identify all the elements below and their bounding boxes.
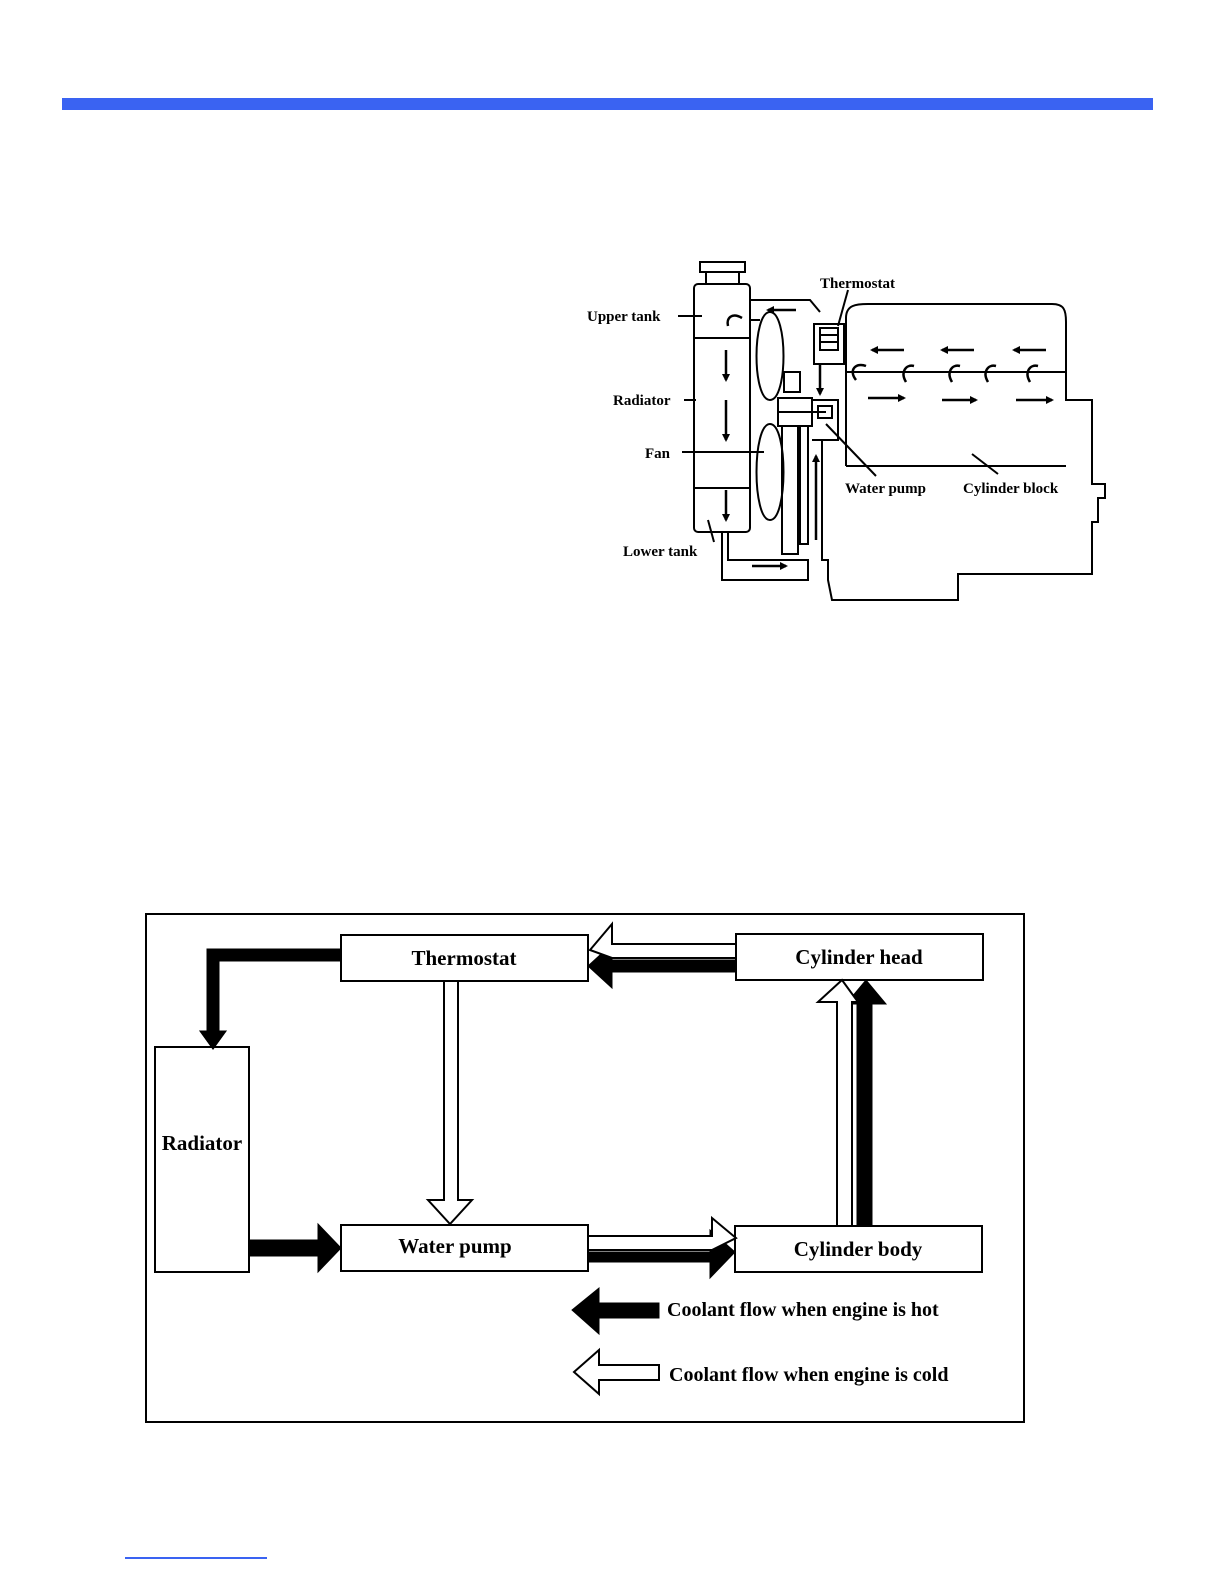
arrow-thermostat-to-radiator <box>200 949 341 1049</box>
arrow-radiator-to-pump <box>249 1224 341 1272</box>
label-box-water-pump: Water pump <box>398 1234 511 1258</box>
legend-cold-arrow <box>574 1350 659 1394</box>
engine-cooling-schematic: Thermostat Upper tank Radiator Fan Water… <box>580 258 1120 608</box>
fan-blade-upper <box>757 312 784 400</box>
radiator-cap <box>700 262 745 272</box>
label-box-cylinder-head: Cylinder head <box>795 945 923 969</box>
label-thermostat: Thermostat <box>820 276 895 292</box>
arrow-pump-to-body-cold <box>588 1218 736 1250</box>
thermostat-housing <box>814 324 844 364</box>
label-water-pump: Water pump <box>845 481 926 497</box>
label-box-radiator: Radiator <box>162 1131 243 1155</box>
legend: Coolant flow when engine is hot Coolant … <box>572 1288 948 1394</box>
legend-cold-label: Coolant flow when engine is cold <box>669 1364 948 1386</box>
coolant-flow-diagram: Thermostat Cylinder head Radiator Water … <box>140 908 1032 1428</box>
label-box-cylinder-body: Cylinder body <box>794 1237 923 1261</box>
footer-rule <box>125 1557 267 1559</box>
label-radiator: Radiator <box>613 393 671 409</box>
coolant-flow-arrows <box>726 310 1052 566</box>
arrow-thermostat-to-pump-cold <box>428 981 472 1224</box>
label-upper-tank: Upper tank <box>587 309 661 325</box>
arrow-body-to-head-cold <box>818 980 858 1226</box>
label-box-thermostat: Thermostat <box>412 946 517 970</box>
box-radiator <box>155 1047 249 1272</box>
diagram-frame <box>146 914 1024 1422</box>
engine-block-outline <box>822 304 1105 600</box>
label-cylinder-block: Cylinder block <box>963 481 1059 497</box>
header-rule <box>62 98 1153 110</box>
radiator-body <box>694 284 750 532</box>
label-fan: Fan <box>645 446 671 462</box>
legend-hot-label: Coolant flow when engine is hot <box>667 1299 939 1321</box>
label-lower-tank: Lower tank <box>623 544 698 560</box>
arrow-head-to-thermostat-cold <box>590 924 736 958</box>
legend-hot-arrow <box>572 1288 659 1334</box>
fan-blade-lower <box>757 424 784 520</box>
